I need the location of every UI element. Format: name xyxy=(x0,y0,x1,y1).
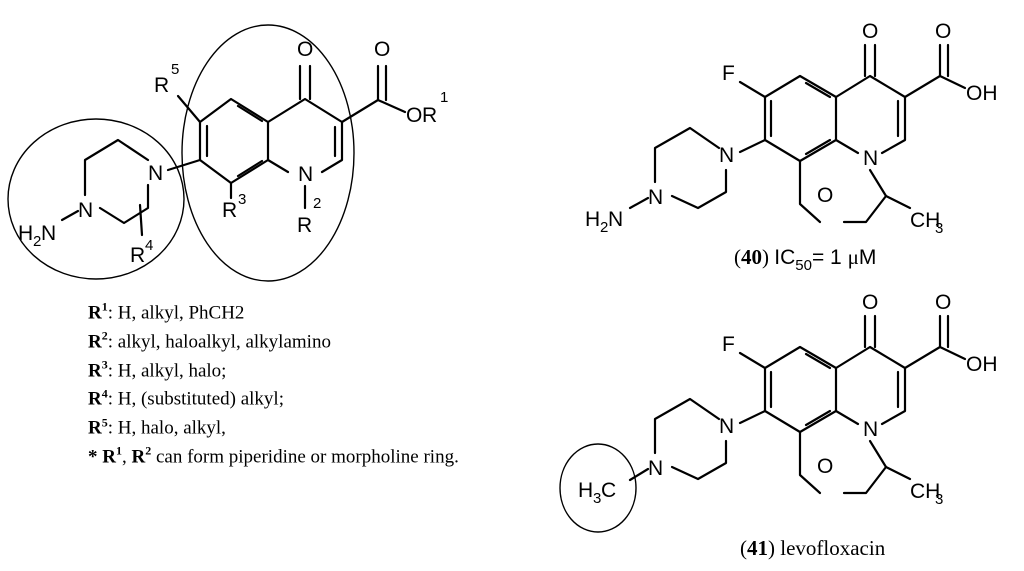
c40-n-n-bond xyxy=(628,196,650,210)
c41-n-pip: N xyxy=(719,415,734,438)
c40-h2n-h: H xyxy=(585,208,600,231)
c41-h3c-c: C xyxy=(601,479,616,502)
r4-bond xyxy=(138,203,144,237)
r3-superscript: 3 xyxy=(238,191,246,208)
legend-row-r2: R2: alkyl, haloalkyl, alkylamino xyxy=(88,328,331,353)
h2n-n: N xyxy=(41,222,56,245)
r3-label: R xyxy=(222,199,237,222)
c41-oxo-bond xyxy=(863,314,877,349)
piperazine-n4-atom: N xyxy=(148,162,163,185)
c40-oxo-bond xyxy=(863,43,877,78)
c40-n-pip: N xyxy=(719,144,734,167)
benzo-double-bonds xyxy=(205,104,264,178)
compound-40-structure: O O OH F N O CH 3 N N H 2 N (40) IC50= 1… xyxy=(585,20,998,274)
c40-benzo-double-bonds xyxy=(769,81,832,156)
c41-n-pip2: N xyxy=(648,457,663,480)
c41-oh: OH xyxy=(966,353,998,376)
r2-label: R xyxy=(297,214,312,237)
n1-atom: N xyxy=(298,163,313,186)
c41-n-ring: N xyxy=(863,418,878,441)
pyridone-ring xyxy=(266,97,344,174)
c41-o-keto: O xyxy=(862,291,878,314)
compound-40-caption: (40) IC50= 1 μM xyxy=(734,245,876,274)
c40-ch: CH xyxy=(910,209,940,232)
c40-n-pip2: N xyxy=(648,186,663,209)
c40-f-bond xyxy=(738,80,767,99)
c40-benzo-ring xyxy=(763,74,838,163)
c41-f: F xyxy=(722,333,735,356)
c40-piperazine-ring xyxy=(653,126,728,210)
c41-h3c-h: H xyxy=(578,479,593,502)
piperazine-n1-atom: N xyxy=(78,199,93,222)
legend-note: * R1, R2 can form piperidine or morpholi… xyxy=(88,444,459,468)
r2-superscript: 2 xyxy=(313,195,321,212)
c41-h3c-sub: 3 xyxy=(593,490,601,507)
benzo-ring xyxy=(198,97,270,185)
substituent-legend: R1: H, alkyl, PhCH2 R2: alkyl, haloalkyl… xyxy=(88,296,459,469)
c40-oh: OH xyxy=(966,82,998,105)
h2n-h: H xyxy=(18,222,33,245)
carbonyl-o-atom: O xyxy=(374,38,390,61)
c41-c-n-bond xyxy=(738,409,767,425)
legend-row-r4: R4: H, (substituted) alkyl; xyxy=(88,386,284,410)
c40-h2n-n: N xyxy=(608,208,623,231)
legend-row-r5: R5: H, halo, alkyl, xyxy=(88,415,226,439)
c40-acid-bonds xyxy=(903,43,967,99)
c41-o-ether: O xyxy=(817,455,833,478)
c40-oxazine-ring xyxy=(798,159,888,224)
c41-ch: CH xyxy=(910,480,940,503)
compound-41-structure: O O OH F N O CH 3 N N H 3 C (41) levoflo… xyxy=(559,291,998,560)
compound-41-caption: (41) levofloxacin xyxy=(740,536,886,560)
r5-superscript: 5 xyxy=(171,61,179,78)
legend-row-r1: R1: H, alkyl, PhCH2 xyxy=(88,300,245,324)
c41-acid-bonds xyxy=(903,314,967,370)
c41-piperazine-ring xyxy=(653,397,728,481)
c40-o-keto: O xyxy=(862,20,878,43)
r5-bond xyxy=(176,94,202,124)
c40-pyridone-ring xyxy=(834,74,907,155)
c40-o-ether: O xyxy=(817,184,833,207)
legend-row-r3: R3: H, alkyl, halo; xyxy=(88,357,227,381)
ester-bonds xyxy=(340,64,407,124)
c40-ch3-sub: 3 xyxy=(935,220,943,237)
r4-superscript: 4 xyxy=(145,237,153,254)
r1-label: R xyxy=(422,104,437,127)
c40-h2n-sub: 2 xyxy=(600,219,608,236)
c41-benzo-double-bonds xyxy=(769,352,832,427)
c40-c-n-bond xyxy=(738,138,767,154)
c40-f: F xyxy=(722,62,735,85)
c41-o-acid: O xyxy=(935,291,951,314)
c7-n-bond xyxy=(166,158,202,172)
ester-o-atom: O xyxy=(406,104,422,127)
methyl-highlight xyxy=(559,443,637,533)
general-quinolone-structure: O O O R 1 N R 2 R 3 R 5 N N H 2 N R 4 xyxy=(7,24,448,282)
c41-pyridone-ring xyxy=(834,345,907,426)
c41-f-bond xyxy=(738,351,767,370)
c41-methyl-bond xyxy=(884,465,912,481)
piperazine-highlight xyxy=(7,118,185,280)
oxo-bond xyxy=(298,64,312,101)
r5-label: R xyxy=(154,74,169,97)
c41-benzo-ring xyxy=(763,345,838,434)
piperazine-ring xyxy=(83,138,150,225)
c40-n-ring: N xyxy=(863,147,878,170)
r4-label: R xyxy=(130,244,145,267)
c40-methyl-bond xyxy=(884,194,912,210)
oxo-atom: O xyxy=(297,38,313,61)
c41-oxazine-ring xyxy=(798,430,888,495)
n-n-bond xyxy=(60,209,80,222)
c41-ch3-sub: 3 xyxy=(935,491,943,508)
r1-superscript: 1 xyxy=(440,89,448,106)
c40-o-acid: O xyxy=(935,20,951,43)
c41-n-c-bond xyxy=(628,467,650,482)
h2n-subscript: 2 xyxy=(33,233,41,250)
quinolone-core-highlight xyxy=(181,24,355,282)
